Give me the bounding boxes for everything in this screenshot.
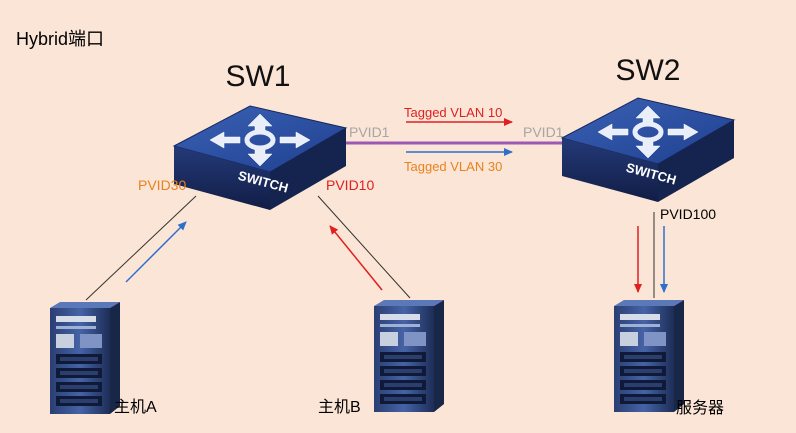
host-a: 主机A (50, 302, 157, 416)
host-b: 主机B (318, 300, 444, 416)
switch-sw1: SWITCH SW1 (174, 60, 346, 210)
port-label-sw2-server: PVID100 (660, 206, 716, 222)
server-tower-icon (374, 300, 444, 412)
trunk-label-vlan-10: Tagged VLAN 10 (404, 105, 502, 120)
arrow-host-b-up (329, 225, 383, 291)
host-name: 主机A (114, 398, 157, 416)
server-tower-icon (50, 302, 120, 414)
port-label-sw2-trunk: PVID1 (523, 124, 564, 140)
port-label-sw1-host-a: PVID30 (138, 177, 186, 193)
switch-sw2: SWITCH SW2 (562, 54, 734, 202)
trunk-label-vlan-30: Tagged VLAN 30 (404, 159, 502, 174)
arrow-host-a-up (125, 221, 187, 283)
server-tower-icon (614, 300, 684, 412)
diagram-title: Hybrid端口 (16, 29, 104, 49)
port-label-sw1-host-b: PVID10 (326, 177, 374, 193)
switch-icon (174, 106, 346, 210)
port-label-sw1-trunk: PVID1 (349, 124, 390, 140)
link-host-b (317, 195, 411, 299)
switch-icon (562, 98, 734, 202)
link-host-a (85, 195, 197, 301)
host-name: 服务器 (676, 399, 724, 417)
switch-name: SW1 (225, 60, 290, 93)
host-name: 主机B (318, 398, 361, 416)
switch-name: SW2 (615, 54, 680, 87)
host-server: 服务器 (614, 300, 724, 417)
